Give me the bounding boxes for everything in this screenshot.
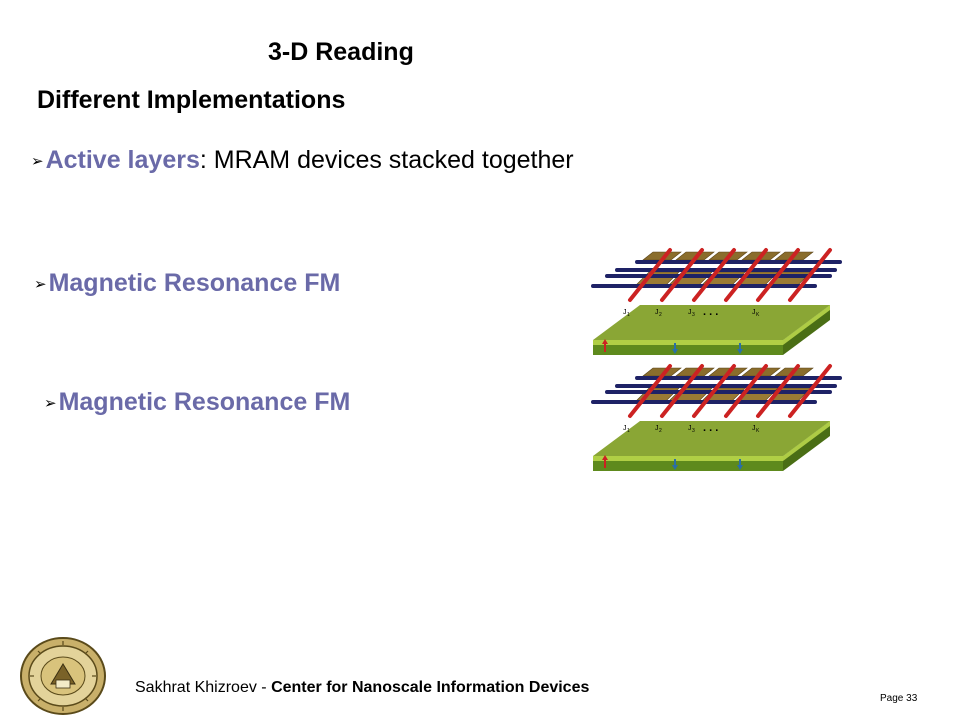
junction-subscript: 2 [659,312,662,318]
junction-subscript: 1 [627,312,630,318]
bit-line [756,364,800,418]
magnet-arrowhead-down [737,349,743,354]
bit-line [692,248,736,302]
slide-subtitle: Different Implementations [37,86,346,114]
junction-label: J [688,425,692,432]
magnet-arrowhead-down [737,465,743,470]
junction-ellipsis: . . . [703,422,718,434]
junction-label: J [752,309,756,316]
magnet-arrowhead-up [602,455,608,460]
arrow-bullet-icon: ➢ [34,274,47,293]
bullet-text: : MRAM devices stacked together [199,146,574,174]
magnet-arrowhead-down [672,349,678,354]
bit-line [692,364,736,418]
bullet-text: Magnetic Resonance FM [58,388,351,416]
magnet-arrowhead-up [602,339,608,344]
bullet-active-layers: ➢ Active layers: MRAM devices stacked to… [31,146,574,175]
substrate-top [593,305,830,340]
footer-credit: Sakhrat Khizroev - Center for Nanoscale … [135,679,589,697]
junction-label: J [688,309,692,316]
bit-line [724,248,768,302]
bit-line [756,248,800,302]
junction-label: J [623,425,627,432]
junction-subscript: 3 [692,312,695,318]
bit-line [788,364,832,418]
footer-separator: - [256,679,272,696]
bit-line [628,364,672,418]
footer-author: Sakhrat Khizroev [135,679,257,696]
bit-line [628,248,672,302]
bullet-magnetic-resonance-1: ➢ Magnetic Resonance FM [34,269,340,298]
footer-center: Center for Nanoscale Information Devices [271,679,590,696]
arrow-bullet-icon: ➢ [44,393,57,412]
arrow-bullet-icon: ➢ [31,151,44,170]
bullet-magnetic-resonance-2: ➢ Magnetic Resonance FM [44,388,350,417]
junction-label: J [655,425,659,432]
slide-title: 3-D Reading [268,38,414,66]
bit-line [660,248,704,302]
junction-label: J [623,309,627,316]
junction-label: J [752,425,756,432]
junction-ellipsis: . . . [703,306,718,318]
bit-line [788,248,832,302]
bullet-text: Magnetic Resonance FM [48,269,341,297]
magnet-arrowhead-down [672,465,678,470]
bit-line [660,364,704,418]
junction-subscript: K [756,312,760,318]
substrate-highlight [593,305,830,345]
junction-subscript: 2 [659,428,662,434]
bullet-highlight: Active layers [45,146,200,174]
bit-line [724,364,768,418]
junction-subscript: 3 [692,428,695,434]
junction-subscript: 1 [627,428,630,434]
university-seal-logo [20,637,106,715]
substrate-highlight [593,421,830,461]
junction-label: J [655,309,659,316]
substrate-top [593,421,830,456]
page-number: Page 33 [880,693,918,704]
junction-subscript: K [756,428,760,434]
